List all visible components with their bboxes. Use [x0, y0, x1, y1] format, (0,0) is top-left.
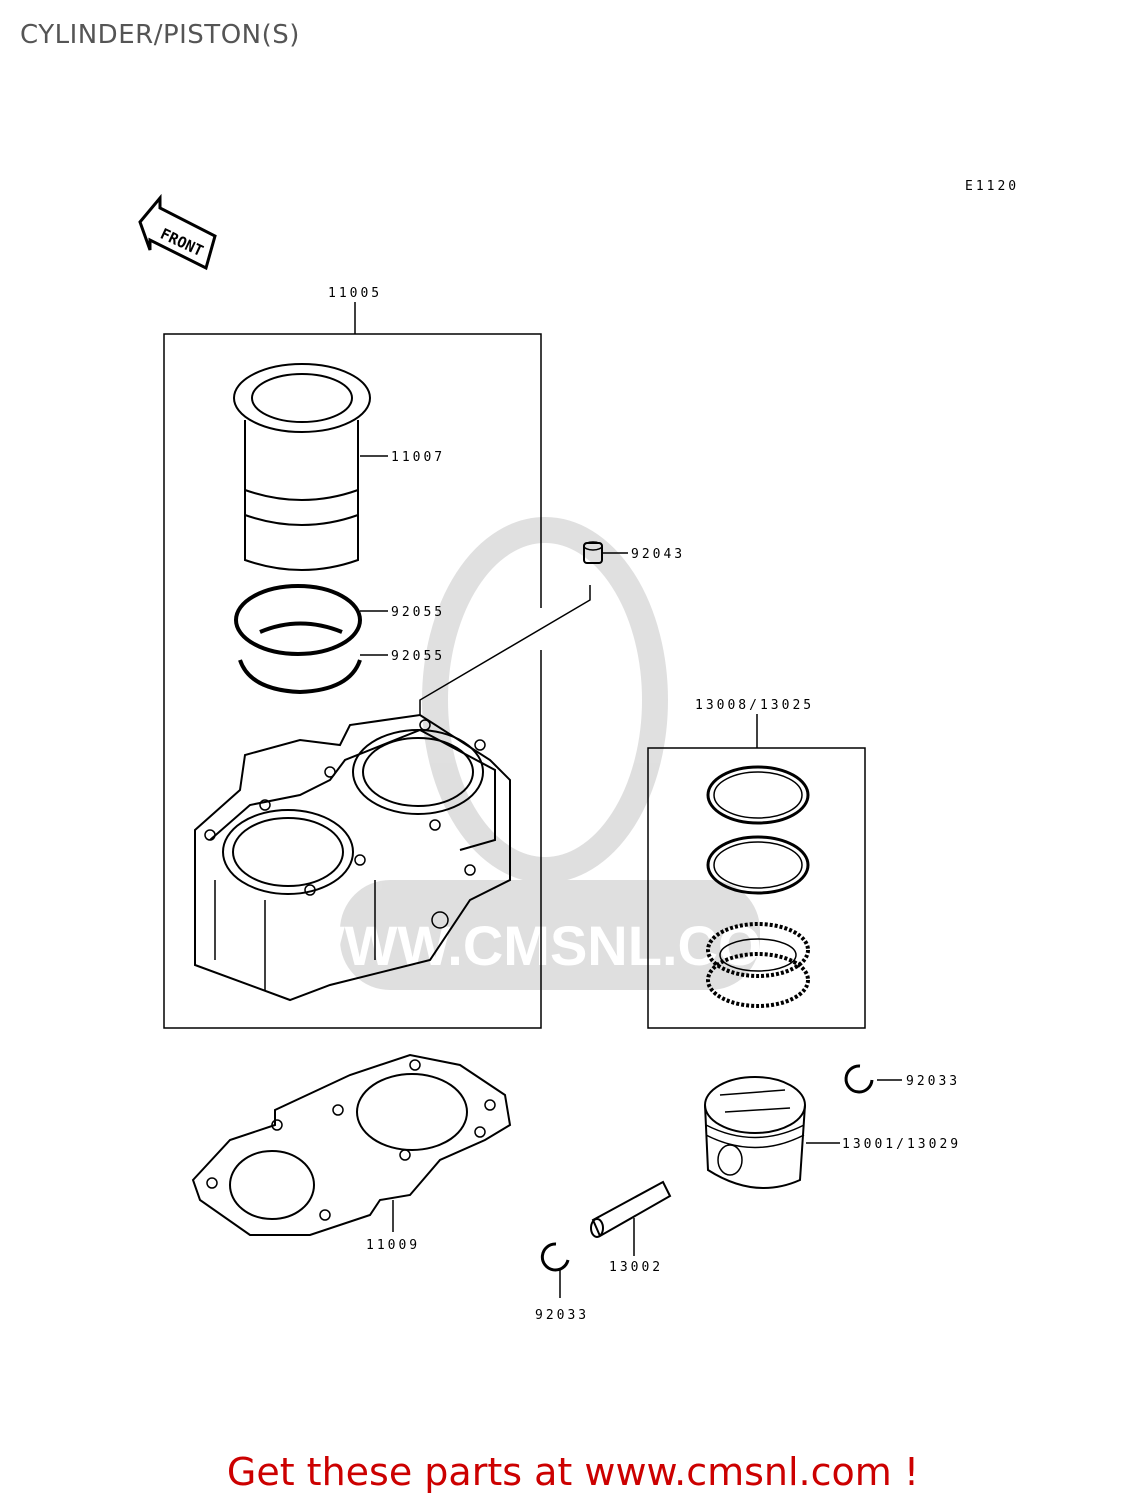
label-92033-left: 92033 [535, 1308, 589, 1323]
cylinder-block [194, 713, 511, 1002]
label-92043: 92043 [631, 547, 685, 562]
piston-pin [590, 1180, 672, 1238]
watermark: WWW.CMSNL.COM [292, 517, 808, 990]
cylinder-assembly: 11005 11007 92055 92055 [163, 286, 685, 1029]
label-92033-right: 92033 [906, 1074, 960, 1089]
page-title: CYLINDER/PISTON(S) [20, 20, 300, 50]
watermark-text: WWW.CMSNL.COM [292, 914, 808, 977]
circlip-right [844, 1064, 874, 1094]
circlip-left [540, 1242, 570, 1272]
label-13002: 13002 [609, 1260, 663, 1275]
label-13008-13025: 13008/13025 [695, 698, 814, 713]
footer-promo[interactable]: Get these parts at www.cmsnl.com ! [226, 1450, 920, 1494]
piston [704, 1076, 806, 1189]
cylinder-base-gasket [191, 1053, 512, 1236]
front-arrow-icon: FRONT [138, 193, 217, 271]
dowel-pin [583, 541, 603, 564]
cylinder-liner [233, 363, 371, 571]
ring-set: 13008/13025 [647, 698, 866, 1029]
diagram-code: E1120 [965, 179, 1019, 194]
label-13001-13029: 13001/13029 [842, 1137, 961, 1152]
label-11005: 11005 [328, 286, 382, 301]
label-11009: 11009 [366, 1238, 420, 1253]
piston-rings-pair [234, 584, 362, 695]
label-92055-top: 92055 [391, 605, 445, 620]
label-92055-bottom: 92055 [391, 649, 445, 664]
label-11007: 11007 [391, 450, 445, 465]
